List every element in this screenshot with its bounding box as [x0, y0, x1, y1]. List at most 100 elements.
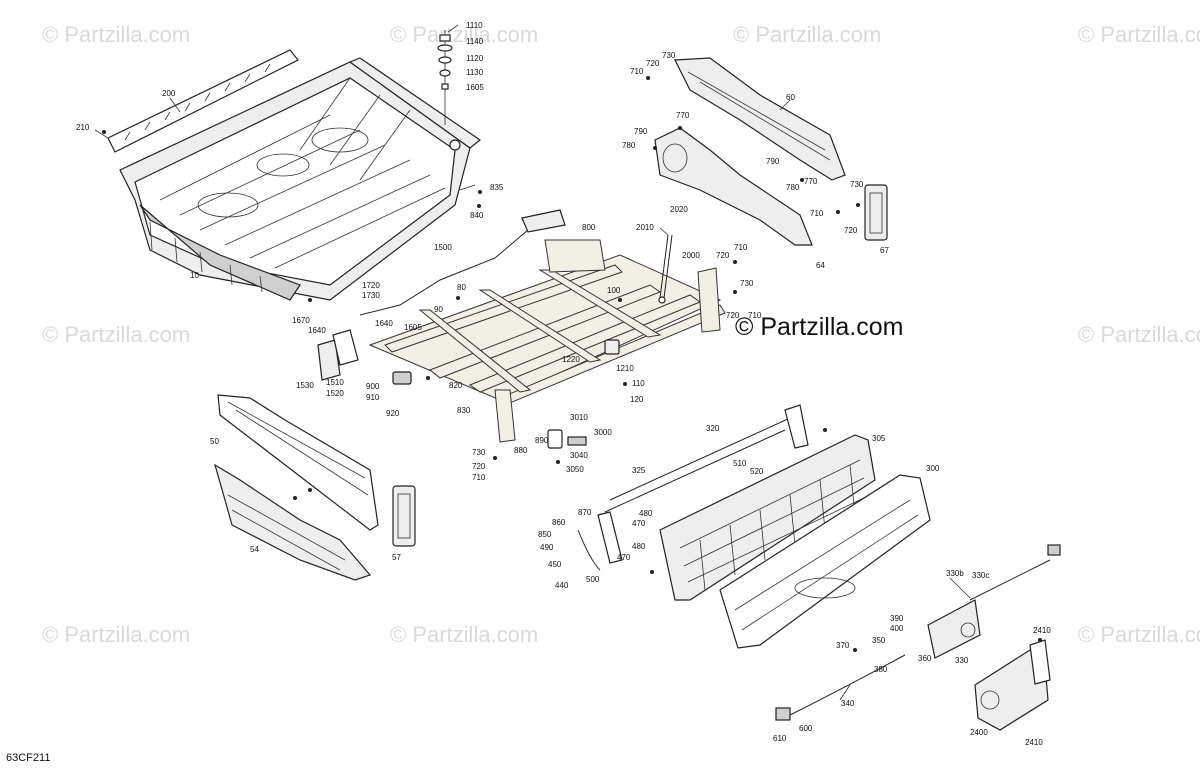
watermark: © Partzilla.com [390, 622, 539, 647]
callout: 780 [786, 183, 800, 192]
callout: 50 [210, 437, 219, 446]
callout: 720 [646, 59, 660, 68]
side-panel-50-part[interactable] [217, 394, 379, 531]
callout: 1640 [375, 319, 393, 328]
release-rod-part[interactable] [359, 209, 566, 316]
callout: 710 [630, 67, 644, 76]
callout: 500 [586, 575, 600, 584]
callout: 2000 [682, 251, 700, 260]
callout: 730 [740, 279, 754, 288]
callout: 730 [662, 51, 676, 60]
callout: 120 [630, 395, 644, 404]
callout: 54 [250, 545, 259, 554]
handle-67-part[interactable] [864, 184, 888, 241]
callout: 720 [472, 462, 486, 471]
callout: 440 [555, 581, 569, 590]
callout: 770 [676, 111, 690, 120]
callout: 840 [470, 211, 484, 220]
side-rail-part[interactable] [107, 49, 299, 153]
watermark: © Partzilla.com [1078, 322, 1200, 347]
callout: 350 [872, 636, 886, 645]
callout: 330b [946, 569, 964, 578]
callout: 360 [918, 654, 932, 663]
latch-1210-part[interactable] [604, 339, 620, 355]
callout: 870 [578, 508, 592, 517]
chassis-frame-part[interactable] [368, 239, 726, 443]
callout: 480 [639, 509, 653, 518]
tailgate-bar-325-part[interactable] [604, 429, 786, 513]
callout: 1605 [466, 83, 484, 92]
watermark: © Partzilla.com [42, 622, 191, 647]
handle-57-part[interactable] [392, 485, 416, 547]
callout: 600 [799, 724, 813, 733]
callout: 330c [972, 571, 989, 580]
cargo-box-part[interactable] [119, 57, 482, 301]
side-panel-54-part[interactable] [214, 463, 372, 581]
callout-labels: 10 200 210 1110 1140 1120 1130 1605 835 … [76, 21, 1051, 747]
callout: 320 [706, 424, 720, 433]
callout: 390 [890, 614, 904, 623]
callout: 730 [472, 448, 486, 457]
hinge-500-part[interactable] [577, 511, 623, 571]
callout: 210 [76, 123, 90, 132]
callout: 80 [457, 283, 466, 292]
strut-part[interactable] [658, 234, 673, 304]
callout: 3010 [570, 413, 588, 422]
side-rail-64-part[interactable] [654, 127, 813, 246]
callout: 2010 [636, 223, 654, 232]
callout: 710 [734, 243, 748, 252]
callout: 1500 [434, 243, 452, 252]
tailgate-latch-330-part[interactable] [927, 599, 981, 659]
cover-2400-part[interactable] [974, 639, 1051, 731]
hardware-stack [437, 30, 461, 151]
tailgate-outer-300-part[interactable] [719, 474, 931, 649]
callout: 1110 [466, 21, 483, 30]
callout: 100 [607, 286, 621, 295]
callout: 1640 [308, 326, 326, 335]
callout: 10 [190, 271, 199, 280]
bracket-3010-part[interactable] [547, 429, 587, 449]
callout: 90 [434, 305, 443, 314]
callout: 470 [617, 553, 631, 562]
callout: 720 [726, 311, 740, 320]
callout: 400 [890, 624, 904, 633]
callout: 110 [632, 379, 645, 388]
cable-330c-part[interactable] [969, 544, 1061, 601]
callout: 200 [162, 89, 176, 98]
latch-1530-part[interactable] [317, 329, 359, 381]
cable-340-part[interactable] [775, 654, 906, 721]
callout: 900 [366, 382, 380, 391]
callout: 3040 [570, 451, 588, 460]
callout: 490 [540, 543, 554, 552]
brand-watermark: © Partzilla.com [735, 313, 904, 341]
callout: 2020 [670, 205, 688, 214]
callout: 60 [786, 93, 795, 102]
callout: 835 [490, 183, 504, 192]
callout: 1530 [296, 381, 314, 390]
callout: 1140 [466, 37, 484, 46]
callout: 910 [366, 393, 380, 402]
callout: 770 [804, 177, 818, 186]
tailgate-bar-320-part[interactable] [609, 404, 809, 501]
callout: 1730 [362, 291, 380, 300]
watermark: © Partzilla.com [1078, 622, 1200, 647]
tailgate-inner-305-part[interactable] [659, 434, 876, 601]
callout: 340 [841, 699, 855, 708]
callout: 330 [955, 656, 969, 665]
callout: 710 [748, 311, 762, 320]
callout: 920 [386, 409, 400, 418]
callout: 2410 [1025, 738, 1043, 747]
callout: 380 [874, 665, 888, 674]
latch-900-part[interactable] [392, 371, 412, 385]
callout: 850 [538, 530, 552, 539]
side-rail-60-part[interactable] [674, 57, 846, 181]
watermark: © Partzilla.com [733, 22, 882, 47]
watermark: © Partzilla.com [42, 22, 191, 47]
callout: 830 [457, 406, 471, 415]
callout: 720 [716, 251, 730, 260]
callout: 3000 [594, 428, 612, 437]
callout: 3050 [566, 465, 584, 474]
callout: 710 [810, 209, 824, 218]
